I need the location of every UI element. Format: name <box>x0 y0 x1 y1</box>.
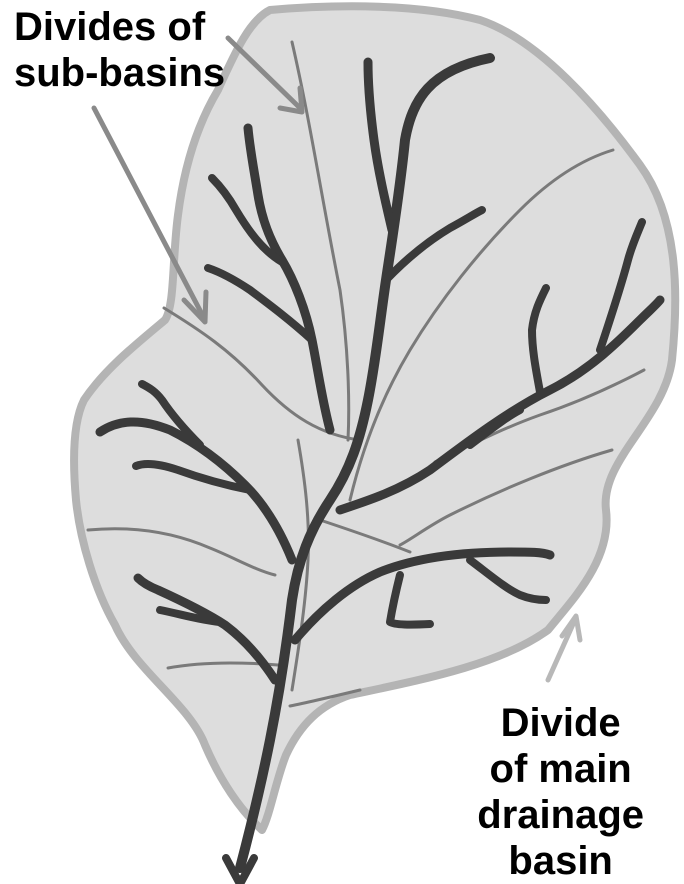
main-basin-divide-label-line-4: basin <box>477 838 644 884</box>
sub-basin-divides-label-line-1: Divides of <box>14 4 225 50</box>
main-basin-divide-label: Divide of main drainage basin <box>477 700 644 884</box>
sub-basin-divides-label: Divides of sub-basins <box>14 4 225 96</box>
main-basin-divide-label-line-1: Divide <box>477 700 644 746</box>
main-basin-divide-label-line-3: drainage <box>477 792 644 838</box>
main-basin-divide-label-line-2: of main <box>477 746 644 792</box>
sub-basin-divides-label-line-2: sub-basins <box>14 50 225 96</box>
